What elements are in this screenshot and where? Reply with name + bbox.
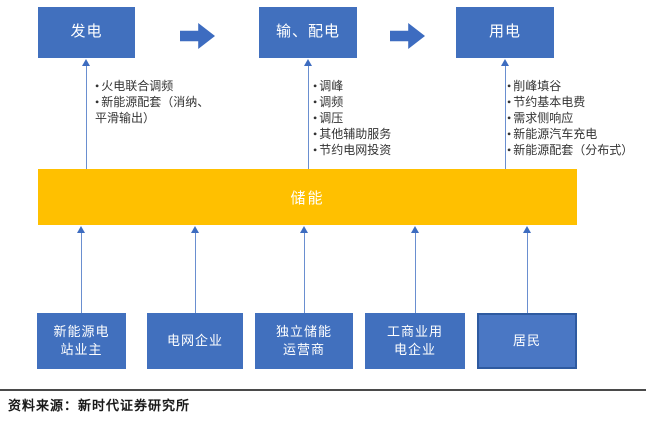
connector-line xyxy=(308,66,309,169)
box-new-energy-plant-owner: 新能源电站业主 xyxy=(37,313,126,369)
bullet-item: 削峰填谷 xyxy=(507,78,662,94)
bullet-item: 其他辅助服务 xyxy=(313,126,453,142)
up-arrow-icon xyxy=(77,226,85,233)
up-arrow-icon xyxy=(300,226,308,233)
connector-line xyxy=(81,233,82,313)
storage-bar: 储能 xyxy=(38,169,577,225)
up-arrow-icon xyxy=(82,59,90,66)
connector-line xyxy=(86,66,87,169)
up-arrow-icon xyxy=(304,59,312,66)
bullet-item: 节约基本电费 xyxy=(507,94,662,110)
box-independent-storage-operator: 独立储能运营商 xyxy=(255,313,353,369)
up-arrow-icon xyxy=(501,59,509,66)
connector-line xyxy=(415,233,416,313)
bullet-list-consumption: 削峰填谷 节约基本电费 需求侧响应 新能源汽车充电 新能源配套（分布式） xyxy=(507,78,662,158)
box-transmission-distribution: 输、配电 xyxy=(259,7,357,58)
right-arrow-icon xyxy=(180,23,215,49)
box-residents: 居民 xyxy=(477,313,577,369)
bullet-item: 调压 xyxy=(313,110,453,126)
right-arrow-icon xyxy=(390,23,425,49)
source-note: 资料来源：新时代证券研究所 xyxy=(8,398,191,413)
box-industrial-commercial-user: 工商业用电企业 xyxy=(365,313,465,369)
bullet-item: 需求侧响应 xyxy=(507,110,662,126)
bullet-item: 新能源配套（分布式） xyxy=(507,142,662,158)
box-grid-enterprise: 电网企业 xyxy=(147,313,243,369)
connector-line xyxy=(527,233,528,313)
up-arrow-icon xyxy=(191,226,199,233)
connector-line xyxy=(505,66,506,169)
connector-line xyxy=(304,233,305,313)
bullet-list-generation: 火电联合调频 新能源配套（消纳、平滑输出） xyxy=(95,78,217,126)
connector-line xyxy=(195,233,196,313)
bullet-item: 火电联合调频 xyxy=(95,78,217,94)
bullet-item: 节约电网投资 xyxy=(313,142,453,158)
footer-divider xyxy=(0,389,646,391)
bullet-item: 调频 xyxy=(313,94,453,110)
bullet-item: 调峰 xyxy=(313,78,453,94)
up-arrow-icon xyxy=(523,226,531,233)
box-consumption: 用电 xyxy=(456,7,554,58)
box-generation: 发电 xyxy=(38,7,135,58)
up-arrow-icon xyxy=(411,226,419,233)
bullet-list-transmission: 调峰 调频 调压 其他辅助服务 节约电网投资 xyxy=(313,78,453,158)
bullet-item: 新能源汽车充电 xyxy=(507,126,662,142)
bullet-item: 新能源配套（消纳、平滑输出） xyxy=(95,94,217,126)
